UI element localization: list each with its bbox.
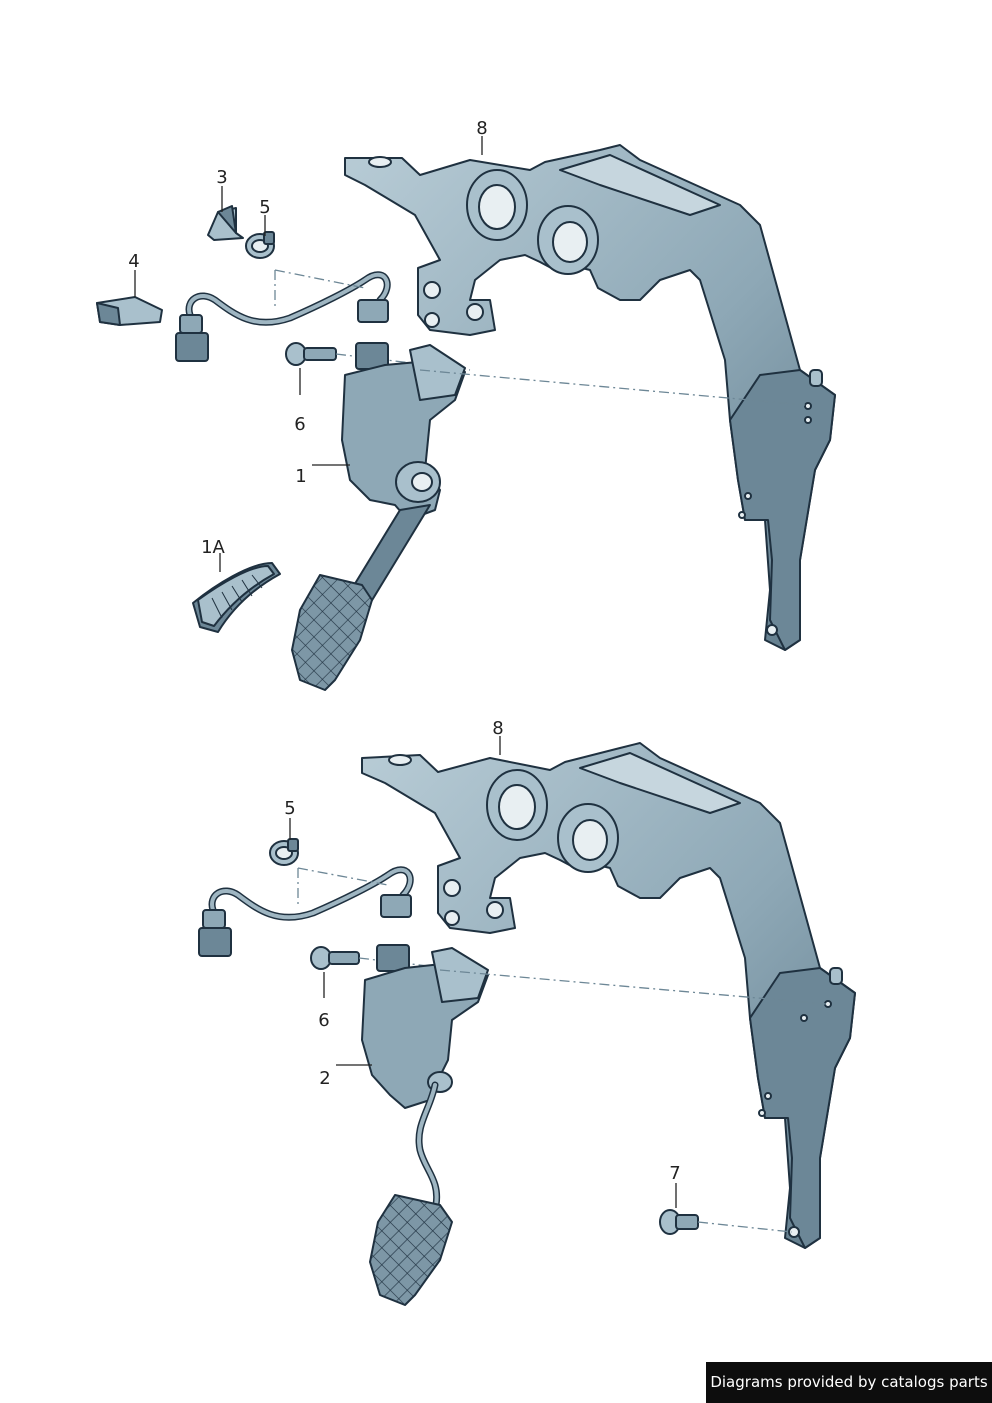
wiring-harness-top: [175, 269, 391, 362]
top-assembly: 8 3 5 4 6 1 1A: [96, 118, 836, 691]
callout-5-top: 5: [259, 197, 270, 218]
pedal-bracket-bottom: [361, 742, 856, 1249]
callout-3-top: 3: [216, 167, 227, 188]
callout-1a-top: 1A: [201, 537, 225, 558]
callout-5-bottom: 5: [284, 798, 295, 819]
clip-part-3-top: [207, 205, 244, 241]
accelerator-pedal-part-1: [291, 342, 806, 691]
bushing-part-7: [659, 1209, 793, 1235]
callout-2-bottom: 2: [319, 1068, 330, 1089]
ring-clip-part-5-top: [245, 231, 275, 259]
callout-7-bottom: 7: [669, 1163, 680, 1184]
pedal-pad-part-1a: [192, 562, 281, 633]
accelerator-pedal-part-2: [361, 944, 827, 1306]
credit-banner: Diagrams provided by catalogs parts: [706, 1362, 992, 1403]
wiring-harness-bottom: [198, 866, 414, 957]
callout-1-top: 1: [295, 466, 306, 487]
bolt-part-6-top: [285, 342, 471, 371]
leader-lines-bottom: [289, 736, 677, 1208]
leader-lines-top: [134, 136, 483, 572]
bottom-assembly: 8 5 6 2 7: [198, 718, 856, 1306]
callout-4-top: 4: [128, 251, 139, 272]
callout-8-bottom: 8: [492, 718, 503, 739]
callout-6-top: 6: [294, 414, 305, 435]
pedal-bracket-top: [344, 144, 836, 651]
ring-clip-part-5-bottom: [269, 838, 299, 866]
connector-holder-part-4-top: [96, 296, 163, 326]
callout-8-top: 8: [476, 118, 487, 139]
callout-6-bottom: 6: [318, 1010, 329, 1031]
